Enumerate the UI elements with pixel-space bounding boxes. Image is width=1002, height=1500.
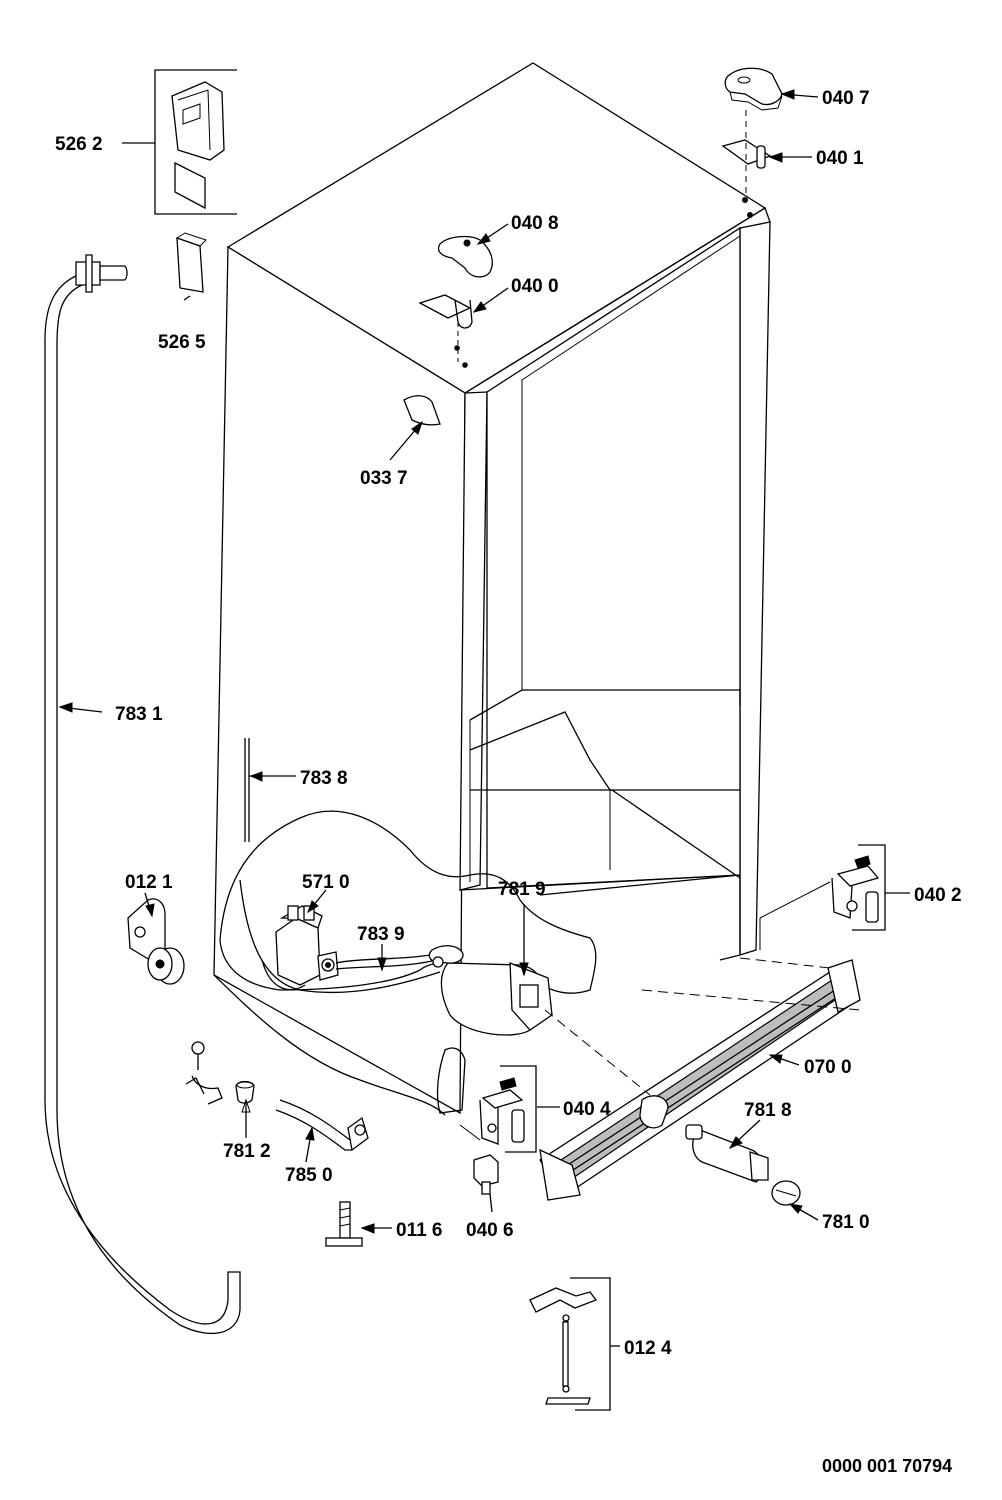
label-526-5: 526 5	[158, 332, 206, 353]
label-040-6: 040 6	[466, 1220, 514, 1241]
toe-grille	[539, 957, 861, 1201]
lower-right-hinge	[759, 844, 886, 950]
label-783-8: 783 8	[300, 768, 348, 789]
label-781-8: 781 8	[744, 1100, 792, 1121]
top-hinge-bracket	[721, 110, 772, 218]
label-040-7: 040 7	[822, 88, 870, 109]
hinge-spacer	[473, 1154, 499, 1195]
label-040-8: 040 8	[511, 213, 559, 234]
wire-lead	[244, 738, 250, 842]
water-filter	[685, 1124, 769, 1183]
filter-cap	[771, 1180, 801, 1206]
label-040-4: 040 4	[563, 1099, 611, 1120]
label-040-0: 040 0	[511, 276, 559, 297]
top-hinge-cover	[724, 67, 783, 111]
tube-fitting-cap	[235, 1080, 255, 1104]
center-hinge-bracket	[418, 294, 473, 368]
label-033-7: 033 7	[360, 468, 408, 489]
tube-clamp-screw	[185, 1041, 223, 1105]
leader-lines	[58, 89, 910, 1347]
document-number: 0000 001 70794	[822, 1456, 952, 1476]
cabinet-plug	[403, 395, 441, 426]
label-040-2: 040 2	[914, 885, 962, 906]
tool-kit	[529, 1277, 611, 1411]
label-781-9: 781 9	[498, 879, 546, 900]
label-781-2: 781 2	[223, 1141, 271, 1162]
water-supply-tube	[44, 254, 241, 1335]
fill-tube-assembly	[428, 945, 553, 1036]
label-040-1: 040 1	[816, 148, 864, 169]
label-012-4: 012 4	[624, 1338, 672, 1359]
label-783-9: 783 9	[357, 924, 405, 945]
drain-tube	[275, 1099, 369, 1152]
refrigerator-cabinet	[213, 62, 771, 1116]
label-783-1: 783 1	[115, 704, 163, 725]
control-cover-clip	[175, 232, 207, 293]
callout-labels: 526 2 526 5 040 7 040 1 040 8 040 0 033 …	[55, 88, 962, 1476]
water-valve	[261, 905, 339, 991]
label-781-0: 781 0	[822, 1212, 870, 1233]
control-box-group	[154, 69, 237, 215]
label-011-6: 011 6	[396, 1220, 443, 1241]
label-070-0: 070 0	[804, 1057, 852, 1078]
label-012-1: 012 1	[125, 872, 173, 893]
leveling-leg	[325, 1201, 363, 1247]
label-571-0: 571 0	[302, 872, 350, 893]
center-hinge-cover	[437, 235, 493, 278]
roller-assembly	[127, 898, 185, 985]
lower-left-hinge	[459, 1065, 537, 1153]
label-785-0: 785 0	[285, 1165, 333, 1186]
label-526-2: 526 2	[55, 134, 103, 155]
